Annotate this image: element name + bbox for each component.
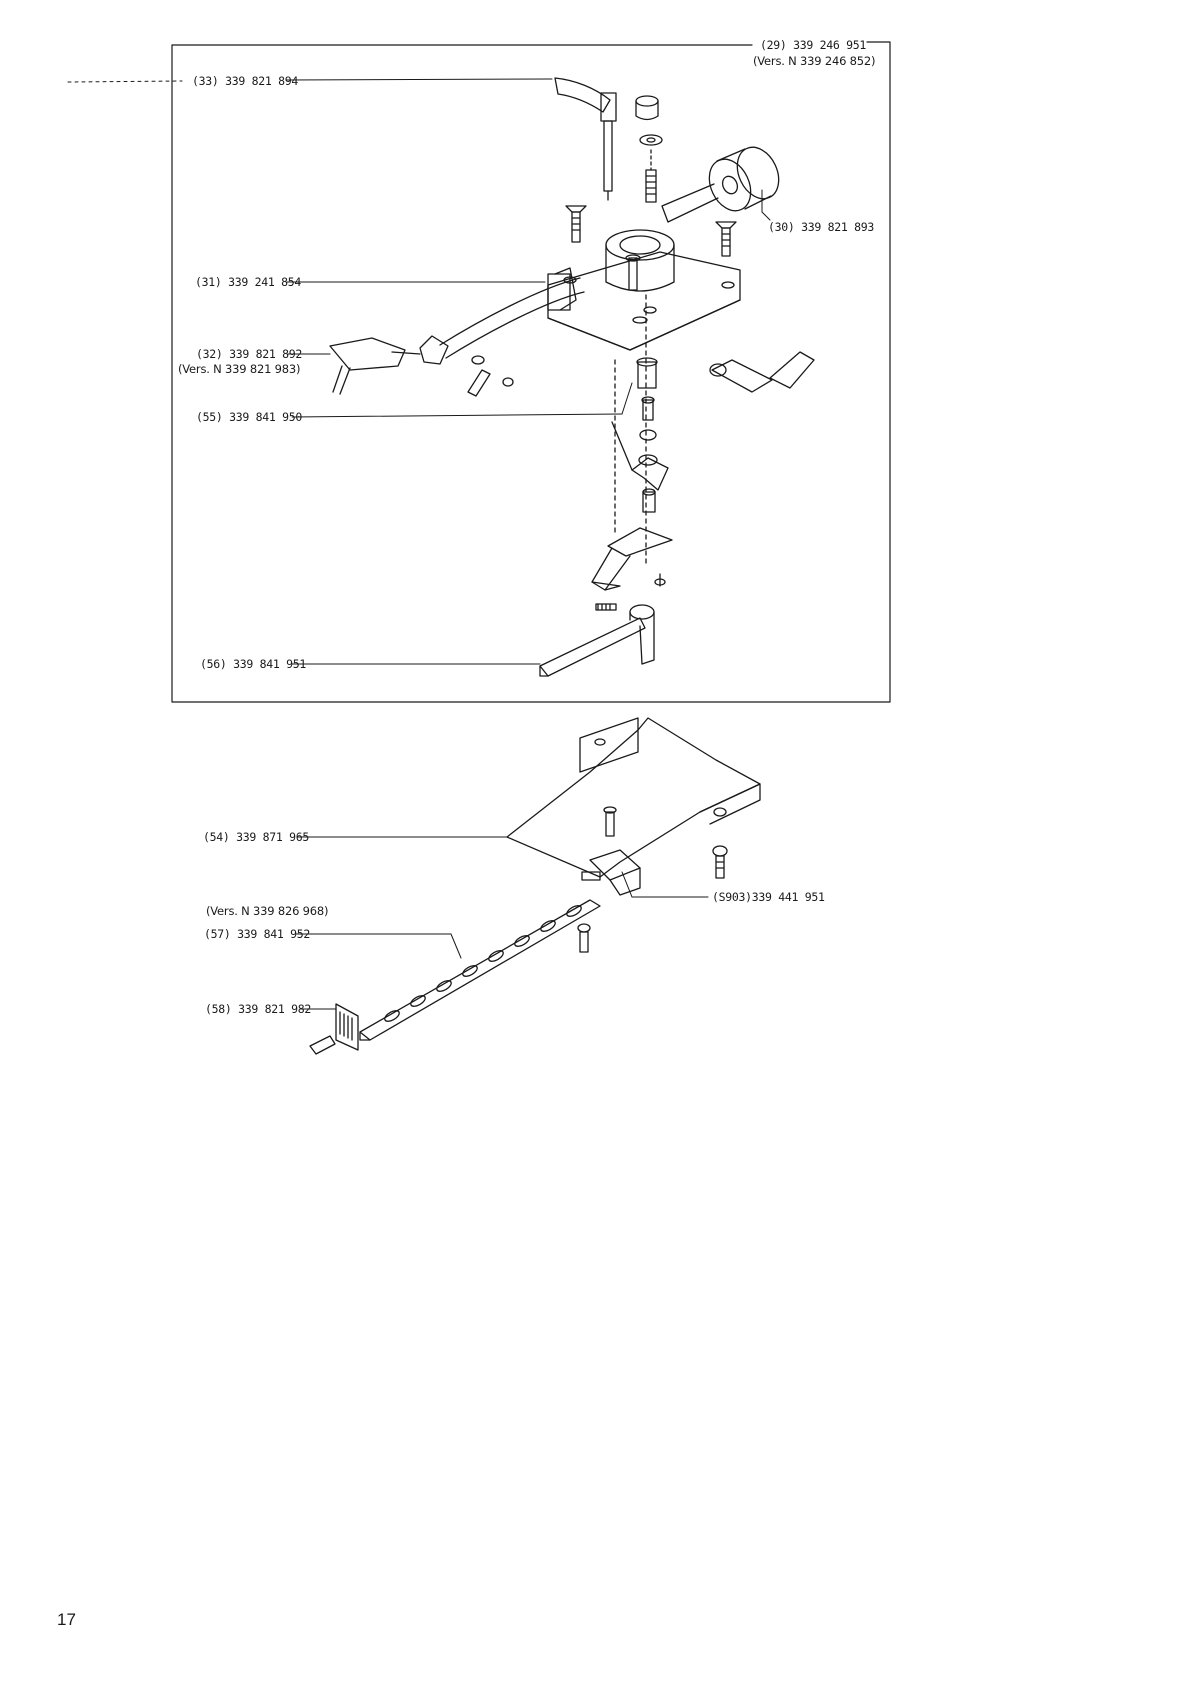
bracket-part [310,1004,358,1054]
part-label-33: (33) 339 821 894 [192,74,298,88]
counterweight-part [662,140,787,222]
part-label-31: (31) 339 241 854 [195,275,301,289]
lift-handle-part [710,352,814,392]
part-label-29: (29) 339 246 951 [760,38,866,52]
lift-lever-part [540,604,654,676]
lift-plate-part [592,528,672,590]
part-label-57-version: (Vers. N 339 826 968) [206,904,328,918]
part-label-58: (58) 339 821 982 [205,1002,311,1016]
perforated-rail-part [360,900,600,1040]
part-label-56: (56) 339 841 951 [200,657,306,671]
page-number: 17 [57,1610,76,1630]
tonearm-base-part [548,230,740,350]
part-label-54: (54) 339 871 965 [203,830,309,844]
screw-part [716,222,736,256]
part-label-29-version: (Vers. N 339 246 852) [753,54,875,68]
screw-part [713,846,727,878]
part-label-30: (30) 339 821 893 [768,220,874,234]
pin-part [468,356,513,396]
counterweight-arm-part [555,78,616,200]
part-label-32-version: (Vers. N 339 821 983) [178,362,300,376]
part-label-s903: (S903)339 441 951 [712,890,825,904]
part-label-55: (55) 339 841 950 [196,410,302,424]
adjust-knob-part [636,96,662,202]
spindle-column-part [612,295,668,565]
part-label-32: (32) 339 821 892 [196,347,302,361]
screw-part [566,206,586,242]
leader-lines [68,45,770,1009]
part-label-57: (57) 339 841 952 [204,927,310,941]
headshell-part [330,336,448,394]
